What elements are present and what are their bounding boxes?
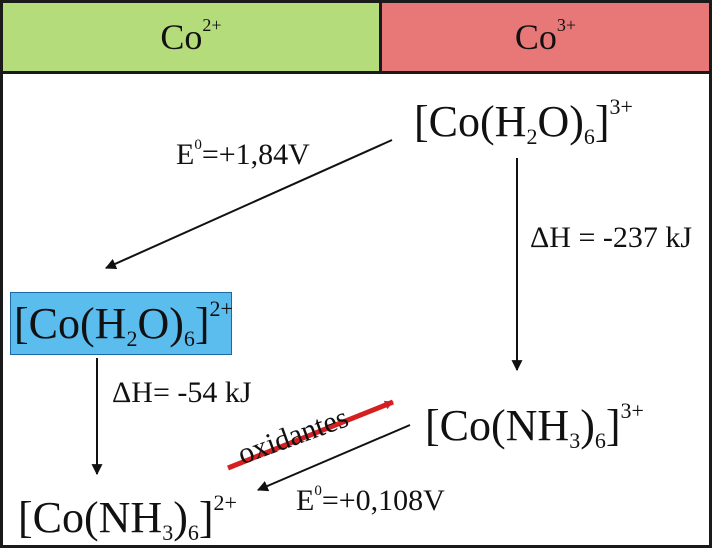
co2-aqua-complex-box bbox=[10, 292, 232, 355]
main-frame bbox=[0, 71, 712, 548]
potential-label-aqua: E0=+1,84V bbox=[176, 137, 310, 171]
complex-co-nh3-6-3plus: [Co(NH3)6]3+ bbox=[425, 398, 644, 453]
potential-label-ammine: E0=+0,108V bbox=[296, 483, 445, 517]
complex-co-h2o-6-3plus: [Co(H2O)6]3+ bbox=[414, 94, 633, 149]
complex-co-h2o-6-2plus: [Co(H2O)6]2+ bbox=[14, 296, 233, 351]
co3-header-label: Co3+ bbox=[514, 15, 577, 57]
co2-header: Co2+ bbox=[0, 0, 382, 74]
enthalpy-label-co2: ΔH= -54 kJ bbox=[112, 376, 252, 409]
arrow-co-nh3-3-to-co-nh3-2 bbox=[256, 424, 411, 492]
co2-header-label: Co2+ bbox=[160, 15, 222, 57]
arrow-co-h2o-3-to-co-h2o-2 bbox=[104, 139, 393, 269]
oxidant-arrow bbox=[227, 399, 394, 471]
complex-co-nh3-6-2plus: [Co(NH3)6]2+ bbox=[18, 490, 237, 545]
enthalpy-label-co3: ΔH = -237 kJ bbox=[530, 221, 693, 254]
